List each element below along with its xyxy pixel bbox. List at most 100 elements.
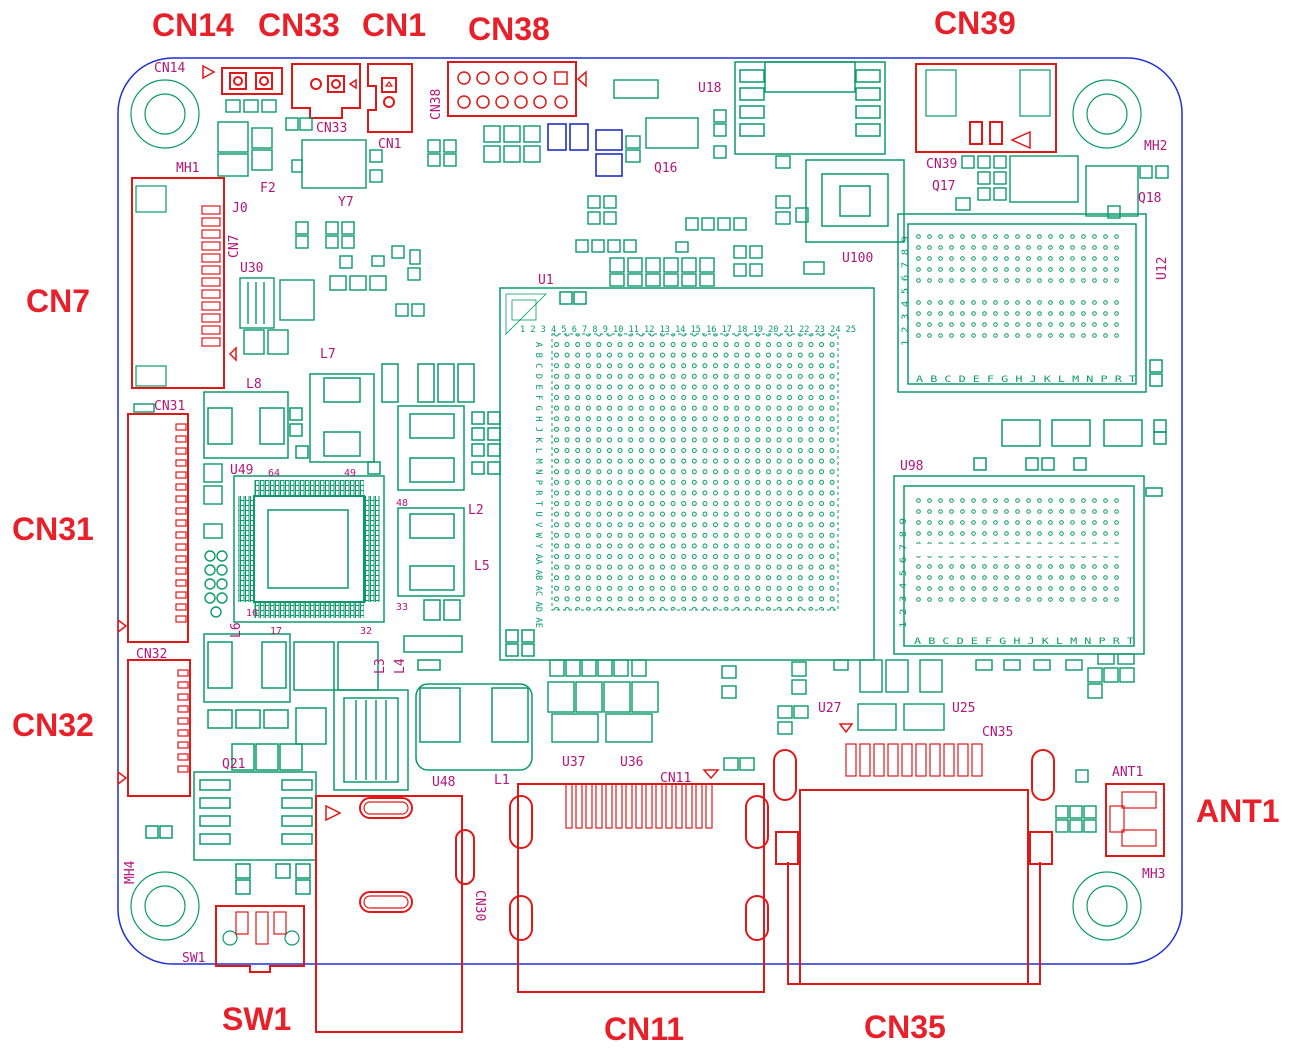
silk-u48: U48 xyxy=(432,775,455,790)
silk-q21: Q21 xyxy=(222,757,245,772)
callout-cn14: CN14 xyxy=(152,7,234,43)
silk-q17: Q17 xyxy=(932,179,955,194)
connector-cn38 xyxy=(447,61,587,117)
silk-f2: F2 xyxy=(260,181,276,196)
silk-u27: U27 xyxy=(818,701,841,716)
passives-top-left xyxy=(217,99,541,189)
board-outline xyxy=(117,57,1183,965)
mounting-hole-mh1 xyxy=(130,79,200,149)
silk-l2: L2 xyxy=(468,503,484,518)
memory-u98 xyxy=(893,419,1167,655)
connector-cn11 xyxy=(509,769,769,993)
chip-u30 xyxy=(239,221,689,355)
silk-cn35: CN35 xyxy=(982,725,1013,740)
silk-u49-pin48: 48 xyxy=(396,498,408,509)
callout-ant1: ANT1 xyxy=(1196,793,1280,829)
silk-u49-pin17: 17 xyxy=(270,626,282,637)
silk-u49-pin49: 49 xyxy=(344,468,356,479)
silk-mh4: MH4 xyxy=(123,860,138,884)
antenna-connector-ant1 xyxy=(1105,783,1165,857)
callout-cn39: CN39 xyxy=(934,5,1016,41)
chip-u48-area xyxy=(333,683,533,791)
connector-cn14 xyxy=(202,64,283,95)
passives-left-mid xyxy=(133,403,228,618)
silk-u25: U25 xyxy=(952,701,975,716)
silk-cn30: CN30 xyxy=(472,890,487,921)
silk-l7: L7 xyxy=(320,347,336,362)
processor-u1 xyxy=(499,287,875,661)
mounting-hole-mh3 xyxy=(1072,871,1142,941)
silk-cn31: CN31 xyxy=(154,399,185,414)
module-u18 xyxy=(734,61,886,155)
connector-cn1 xyxy=(367,63,413,133)
chip-u100 xyxy=(805,159,905,243)
callout-cn31: CN31 xyxy=(12,511,94,547)
chip-u49 xyxy=(233,475,385,623)
blue-parts-cluster xyxy=(547,123,623,177)
silk-u100: U100 xyxy=(842,251,873,266)
silk-cn7: CN7 xyxy=(227,235,242,258)
u98-column-numbers: 1 2 3 4 5 6 7 8 9 xyxy=(899,518,909,628)
u1-row-letters: A B C D E F G H J K L M N P R T U V W Y … xyxy=(533,342,543,628)
silk-u98: U98 xyxy=(900,459,923,474)
u98-row-letters: A B C D E F G H J K L M N P R T xyxy=(914,637,1135,647)
silk-ant1: ANT1 xyxy=(1112,765,1143,780)
silk-u30: U30 xyxy=(240,261,263,276)
silk-u49-pin64: 64 xyxy=(268,468,280,479)
silk-l5: L5 xyxy=(474,559,490,574)
inductors-l6-l3-l4 xyxy=(203,633,463,745)
callout-cn35: CN35 xyxy=(864,1009,946,1045)
silk-u49-pin33: 33 xyxy=(396,602,408,613)
silk-cn32: CN32 xyxy=(136,647,167,662)
silk-u36: U36 xyxy=(620,755,643,770)
callout-sw1: SW1 xyxy=(222,1001,292,1037)
silk-u37: U37 xyxy=(562,755,585,770)
silk-u49-pin32: 32 xyxy=(360,626,372,637)
inductors-power xyxy=(203,363,501,621)
silk-j0: J0 xyxy=(232,201,248,216)
silk-u49: U49 xyxy=(230,463,253,478)
silk-cn11: CN11 xyxy=(660,771,691,786)
connector-cn30 xyxy=(315,795,475,1033)
silk-cn38: CN38 xyxy=(429,89,444,120)
silk-u49-pin16: 16 xyxy=(246,608,258,619)
callout-cn7: CN7 xyxy=(26,283,91,319)
silk-cn39: CN39 xyxy=(926,157,957,172)
connector-cn32 xyxy=(117,659,191,797)
silk-l4: L4 xyxy=(393,658,408,674)
passives-center-top xyxy=(575,79,825,287)
transistors-q17-q18 xyxy=(955,155,1169,219)
u12-column-numbers: 1 2 3 4 5 6 7 8 9 xyxy=(901,236,911,346)
silk-l8: L8 xyxy=(246,377,262,392)
switch-sw1 xyxy=(215,905,305,973)
silk-u18: U18 xyxy=(698,81,721,96)
u1-column-numbers: 1 2 3 4 5 6 7 8 9 10 11 12 13 14 15 16 1… xyxy=(520,325,856,335)
silk-mh3: MH3 xyxy=(1142,867,1165,882)
silk-q18: Q18 xyxy=(1138,191,1161,206)
u12-row-letters: A B C D E F G H J K L M N P R T xyxy=(916,375,1137,385)
silk-l6: L6 xyxy=(229,622,244,638)
connector-cn35 xyxy=(773,723,1055,985)
connector-cn39 xyxy=(915,63,1057,153)
callout-cn11: CN11 xyxy=(604,1011,685,1047)
callout-cn33: CN33 xyxy=(258,7,340,43)
callout-cn32: CN32 xyxy=(12,707,94,743)
silk-cn14: CN14 xyxy=(154,61,185,76)
connector-cn33 xyxy=(291,63,361,119)
chips-u37-u36-u27-u25 xyxy=(547,653,1135,833)
mounting-hole-mh4 xyxy=(130,871,200,941)
silk-mh1: MH1 xyxy=(176,161,199,176)
callout-cn38: CN38 xyxy=(468,11,550,47)
memory-u12 xyxy=(897,213,1163,393)
silk-u12: U12 xyxy=(1155,257,1170,280)
silk-l3: L3 xyxy=(373,658,388,674)
connector-cn7 xyxy=(131,177,237,389)
silk-u1: U1 xyxy=(538,273,554,288)
silk-cn1: CN1 xyxy=(378,137,401,152)
silk-l1: L1 xyxy=(494,773,510,788)
silk-q16: Q16 xyxy=(654,161,677,176)
silk-sw1: SW1 xyxy=(182,951,205,966)
silk-y7: Y7 xyxy=(338,195,354,210)
callout-cn1: CN1 xyxy=(362,7,427,43)
